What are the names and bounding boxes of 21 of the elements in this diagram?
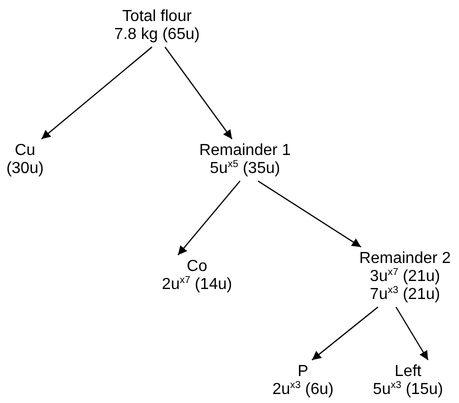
node-value: (30u) <box>6 160 44 178</box>
arrow <box>164 46 232 140</box>
node-heading: Left <box>394 363 422 381</box>
arrow <box>41 46 152 140</box>
node-value: 2u$^{x7}$ (14u) <box>162 276 232 294</box>
arrow <box>258 180 362 248</box>
node-heading: Total flour <box>122 8 192 26</box>
node-value: 5u$^{x5}$ (35u) <box>210 160 280 178</box>
node-heading: Remainder 2 <box>359 250 451 268</box>
arrow <box>312 306 378 360</box>
node-heading: Co <box>186 258 208 276</box>
node-heading: P <box>298 363 308 381</box>
node-value: 2u$^{x3}$ (6u) <box>272 381 334 399</box>
node-value: 5u$^{x3}$ (15u) <box>372 381 444 399</box>
node-value: 7u$^{x3}$ (21u) <box>370 286 440 304</box>
arrow <box>178 180 240 256</box>
node-value: 7.8 kg (65u) <box>114 26 200 44</box>
arrow <box>395 306 429 360</box>
node-heading: Cu <box>14 142 36 160</box>
node-heading: Remainder 1 <box>199 142 291 160</box>
node-value: 3u$^{x7}$ (21u) <box>370 268 440 286</box>
